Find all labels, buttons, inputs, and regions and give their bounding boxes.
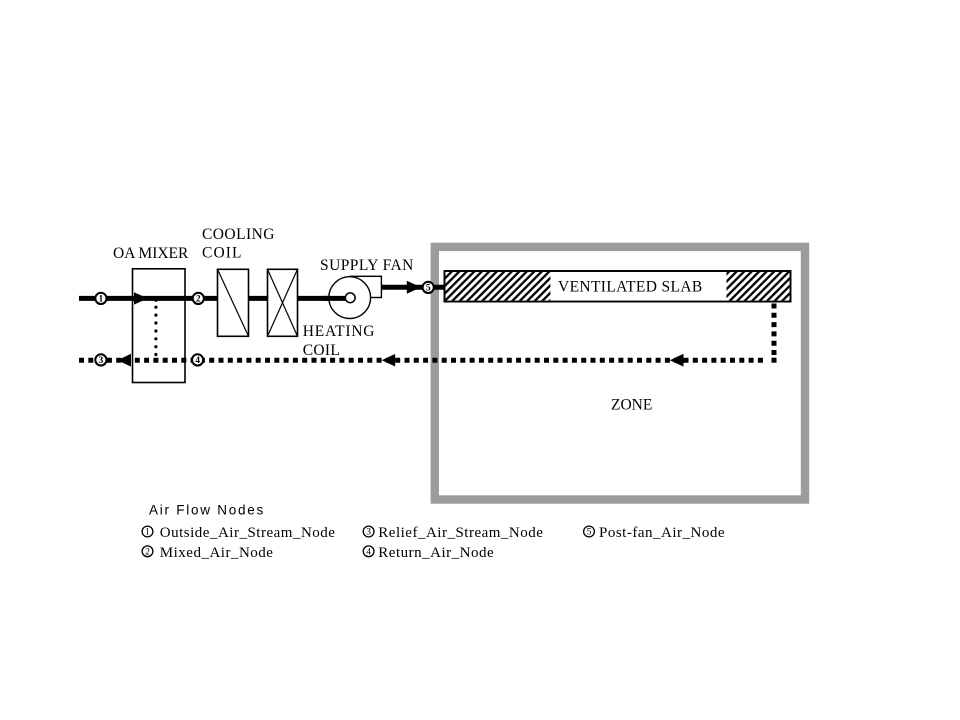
svg-text:1: 1: [99, 295, 104, 305]
svg-text:Outside_Air_Stream_Node: Outside_Air_Stream_Node: [160, 525, 336, 541]
svg-text:2: 2: [196, 295, 201, 305]
svg-text:2: 2: [145, 547, 150, 557]
svg-text:Mixed_Air_Node: Mixed_Air_Node: [160, 545, 274, 561]
svg-text:ZONE: ZONE: [611, 397, 652, 414]
svg-text:VENTILATED SLAB: VENTILATED SLAB: [558, 279, 703, 296]
svg-text:Post-fan_Air_Node: Post-fan_Air_Node: [599, 525, 725, 541]
svg-text:4: 4: [195, 356, 200, 366]
svg-text:3: 3: [99, 356, 104, 366]
svg-text:3: 3: [366, 528, 371, 538]
svg-text:5: 5: [587, 528, 592, 538]
svg-text:SUPPLY FAN: SUPPLY FAN: [320, 257, 414, 274]
svg-text:COOLING: COOLING: [202, 226, 275, 243]
svg-text:HEATING: HEATING: [303, 323, 375, 340]
svg-text:1: 1: [145, 528, 150, 538]
svg-text:Relief_Air_Stream_Node: Relief_Air_Stream_Node: [378, 525, 543, 541]
svg-text:OA MIXER: OA MIXER: [113, 245, 189, 262]
svg-text:Air Flow Nodes: Air Flow Nodes: [149, 503, 265, 518]
svg-text:Return_Air_Node: Return_Air_Node: [378, 545, 494, 561]
svg-text:5: 5: [426, 284, 431, 294]
svg-text:COIL: COIL: [303, 342, 340, 359]
svg-text:COIL: COIL: [202, 245, 243, 262]
svg-text:4: 4: [366, 547, 371, 557]
